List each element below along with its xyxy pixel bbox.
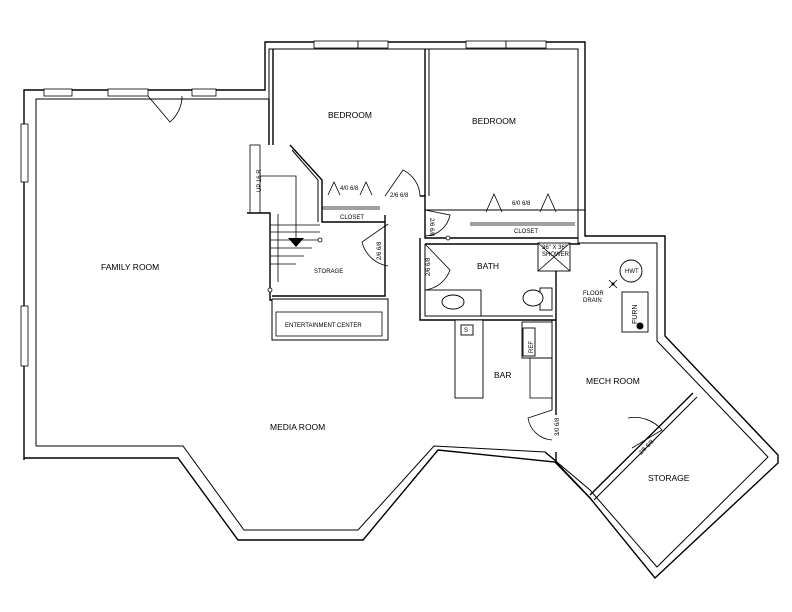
label-bedroom-right: BEDROOM — [472, 116, 516, 126]
label-floor-drain-1: FLOOR — [583, 291, 604, 297]
label-bath-door: 2/6 6/8 — [426, 257, 432, 276]
label-floor-drain-2: DRAIN — [583, 298, 602, 304]
label-shower-size: 36" X 36" — [542, 245, 567, 251]
label-ref: REF — [529, 341, 535, 353]
label-storage-corner-door: 2/6 6/8 — [638, 439, 656, 457]
label-mech-door: 3/0 6/8 — [555, 417, 561, 436]
label-sink: S — [464, 328, 468, 334]
doors — [147, 95, 663, 449]
label-shower: SHOWER — [542, 252, 570, 258]
exterior-walls — [23, 41, 779, 580]
label-stair: UP 16 R — [257, 169, 263, 192]
label-media-room: MEDIA ROOM — [270, 422, 325, 432]
label-closet-right: CLOSET — [514, 229, 538, 235]
label-storage-door: 2/6 6/8 — [377, 241, 383, 260]
label-closet-left: CLOSET — [340, 215, 364, 221]
label-hwt: HWT — [625, 269, 639, 275]
label-bedroom-left-door: 2/6 6/8 — [390, 193, 409, 199]
label-bedroom-left: BEDROOM — [328, 110, 372, 120]
label-bedroom-right-door: 2/6 6/8 — [428, 218, 434, 237]
label-storage-corner: STORAGE — [648, 473, 690, 483]
room-labels: FAMILY ROOM MEDIA ROOM BEDROOM BEDROOM S… — [101, 110, 690, 483]
label-family-room: FAMILY ROOM — [101, 262, 159, 272]
label-entertainment-center: ENTERTAINMENT CENTER — [285, 323, 362, 329]
label-mech-room: MECH ROOM — [586, 376, 640, 386]
label-furnace: FURN — [632, 305, 639, 324]
windows — [20, 40, 547, 367]
fixtures — [424, 242, 649, 357]
label-bar: BAR — [494, 370, 511, 380]
stairs — [260, 175, 451, 293]
label-closet-right-size: 6/0 6/8 — [512, 201, 531, 207]
label-storage-stair: STORAGE — [314, 269, 343, 275]
label-closet-left-size: 4/0 6/8 — [340, 186, 359, 192]
label-bath: BATH — [477, 261, 499, 271]
